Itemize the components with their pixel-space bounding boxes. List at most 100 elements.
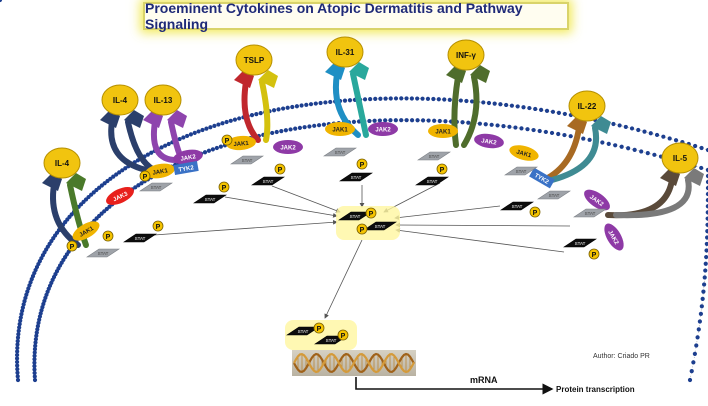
membrane-bead: [32, 377, 38, 383]
stat-shape: [563, 238, 597, 248]
membrane-bead: [216, 122, 221, 127]
membrane-bead: [17, 322, 22, 327]
membrane-bead: [32, 370, 37, 376]
membrane-bead: [123, 166, 128, 171]
cytokine-ligand: [568, 90, 606, 122]
stat-label: STAT: [429, 154, 440, 159]
membrane-bead: [544, 108, 550, 113]
tyk2-kinase: TYK2: [529, 167, 555, 189]
phosphate-marker: [152, 220, 164, 232]
membrane-bead: [388, 118, 393, 123]
membrane-bead: [15, 342, 20, 347]
membrane-bead: [15, 367, 20, 372]
membrane-bead: [481, 100, 486, 105]
membrane-bead: [531, 127, 536, 133]
membrane-bead: [702, 275, 707, 280]
membrane-bead: [692, 351, 697, 356]
membrane-bead: [372, 118, 377, 123]
membrane-bead: [383, 96, 388, 101]
membrane-bead: [276, 107, 281, 112]
membrane-bead: [469, 99, 475, 104]
membrane-bead: [689, 368, 694, 374]
membrane-bead: [288, 127, 293, 132]
stat-shape: [537, 190, 571, 200]
membrane-bead: [443, 119, 448, 124]
membrane-bead: [420, 118, 426, 123]
receptor-chain-a: [451, 74, 461, 148]
protein-transcription-label: Protein transcription: [556, 385, 635, 394]
membrane-bead: [210, 147, 215, 152]
kinase-shape: [428, 124, 458, 138]
stat-label: STAT: [575, 241, 586, 246]
receptor-chain-b: [67, 182, 89, 248]
phosphate-marker: [66, 240, 78, 252]
membrane-bead: [188, 132, 194, 137]
receptor-chain-b: [259, 79, 271, 143]
stat-label: STAT: [263, 179, 274, 184]
kinase-shape: [145, 163, 175, 179]
mrna-label: mRNA: [470, 375, 498, 385]
membrane-bead: [504, 102, 509, 108]
phosphate-marker: [436, 163, 448, 175]
membrane-bead: [32, 353, 37, 358]
receptor-cap-b: [684, 168, 704, 186]
membrane-bead: [312, 123, 317, 128]
jak2-kinase: JAK2: [474, 133, 504, 149]
kinase-label: JAK1: [435, 130, 451, 136]
membrane-bead: [492, 101, 497, 106]
phosphate-label: P: [317, 326, 322, 333]
membrane-bead: [192, 130, 197, 136]
membrane-bead: [34, 333, 39, 338]
stat-protein: STAT: [86, 248, 120, 258]
membrane-bead: [447, 97, 452, 102]
membrane-bead: [486, 100, 492, 106]
membrane-bead: [149, 150, 154, 155]
stat-label: STAT: [351, 175, 362, 180]
phosphate-label: P: [341, 333, 346, 340]
stat-label: STAT: [516, 169, 527, 174]
membrane-bead: [697, 319, 702, 324]
membrane-bead: [521, 105, 526, 110]
receptor-cap-b: [167, 110, 187, 128]
membrane-bead: [323, 100, 328, 105]
stat-label: STAT: [585, 211, 596, 216]
membrane-bead: [498, 102, 503, 107]
stat-label: STAT: [335, 150, 346, 155]
membrane-bead: [639, 149, 644, 154]
membrane-bead: [38, 311, 43, 316]
phosphate-label: P: [369, 211, 374, 218]
membrane-bead: [159, 145, 164, 150]
membrane-bead: [373, 96, 378, 101]
membrane-bead: [258, 111, 263, 116]
receptor-cap-b: [258, 70, 278, 88]
membrane-bead: [99, 183, 104, 188]
membrane-bead: [705, 167, 708, 173]
jak2-kinase: JAK2: [604, 223, 624, 251]
phosphate-label: P: [70, 244, 75, 251]
membrane-bead: [409, 118, 415, 123]
membrane-bead: [556, 110, 561, 115]
membrane-bead: [114, 172, 119, 177]
cytokine-label: IL-13: [154, 96, 173, 105]
stat-layer: STATSTATSTATSTATSTATSTATSTATSTATSTATPSTA…: [66, 134, 607, 260]
membrane-bead: [420, 96, 425, 101]
membrane-bead: [105, 178, 110, 184]
stat-shape: [323, 147, 357, 157]
kinase-shape: [226, 135, 256, 151]
membrane-bead: [378, 96, 383, 101]
stat-shape: [139, 182, 173, 192]
membrane-bead: [393, 118, 398, 123]
membrane-bead: [654, 132, 660, 138]
membrane-bead: [442, 97, 447, 102]
membrane-bead: [32, 360, 37, 365]
membrane-bead: [22, 299, 27, 304]
membrane-bead: [20, 308, 25, 313]
membrane-bead: [537, 128, 542, 134]
stat-shape: [86, 248, 120, 258]
author-credit: Author: Criado PR: [593, 353, 650, 360]
cytokine-label: IL-5: [673, 154, 688, 163]
membrane-bead: [33, 340, 38, 345]
stat-shape: [230, 155, 264, 165]
membrane-bead: [21, 302, 26, 307]
